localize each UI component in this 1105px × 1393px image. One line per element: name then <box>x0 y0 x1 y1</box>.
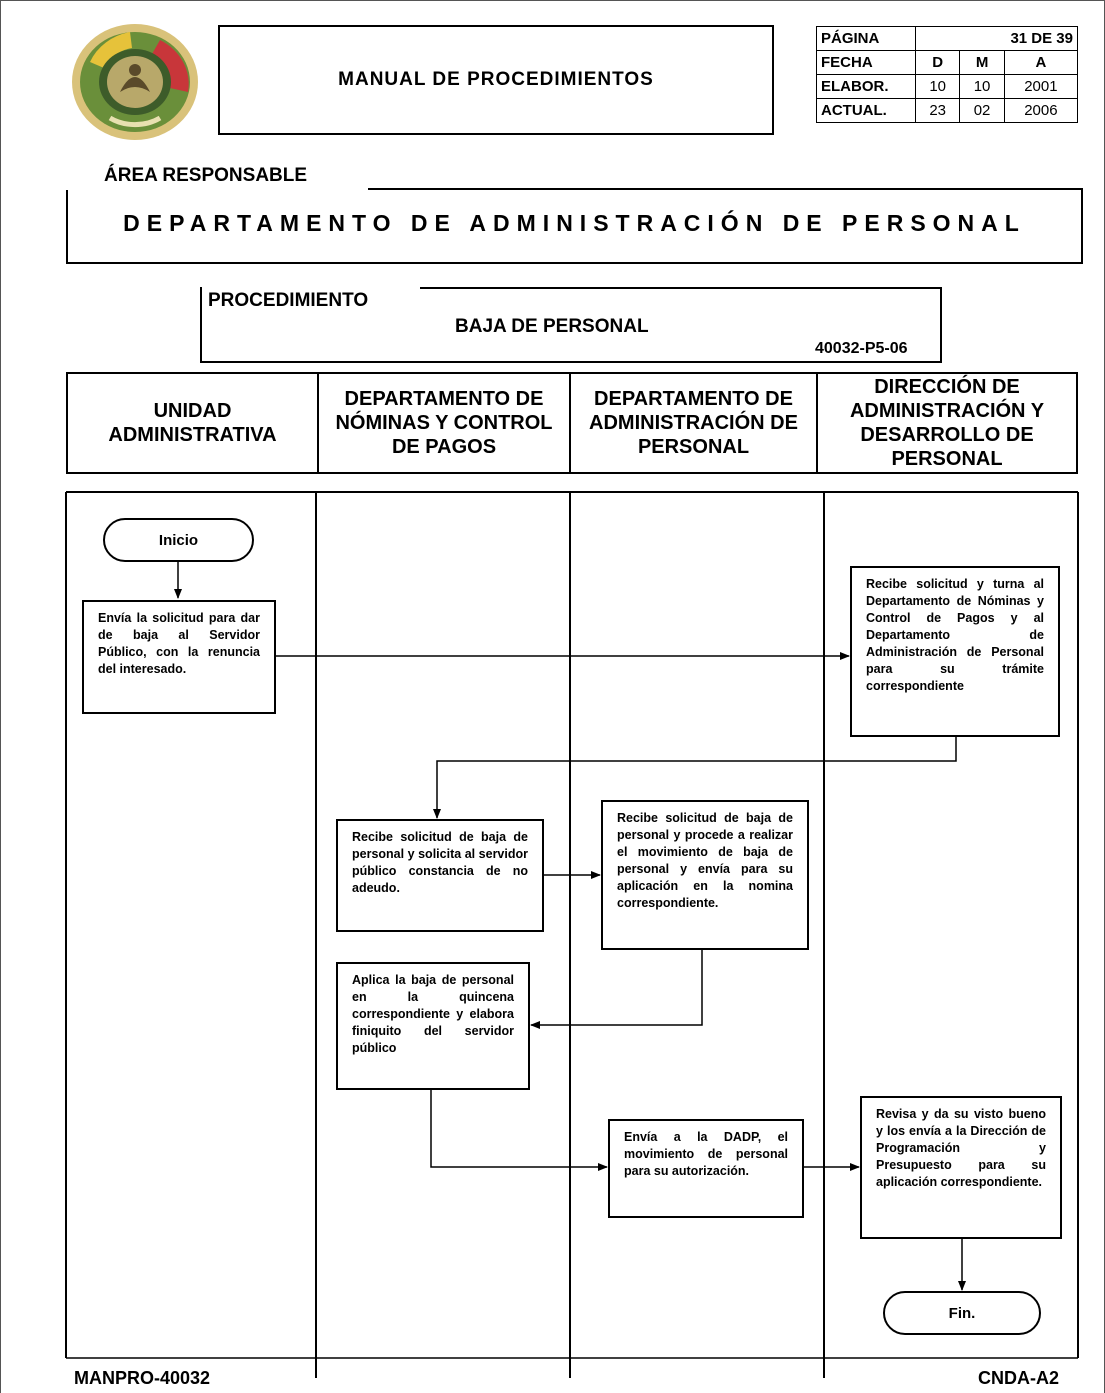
manual-title: MANUAL DE PROCEDIMIENTOS <box>338 69 654 90</box>
start-terminator: Inicio <box>103 518 254 562</box>
area-box-top-line <box>368 188 1083 190</box>
step-recibe-realiza-movimiento: Recibe solicitud de baja de personal y p… <box>601 800 809 950</box>
manual-title-box: MANUAL DE PROCEDIMIENTOS <box>218 25 774 135</box>
elabor-label: ELABOR. <box>816 74 916 99</box>
step-envia-dadp: Envía a la DADP, el movimiento de person… <box>608 1119 804 1218</box>
document-meta-table: PÁGINA 31 DE 39 FECHA D M A ELABOR. 10 1… <box>816 26 1079 123</box>
lane-header-administracion: DEPARTAMENTO DE ADMINISTRACIÓN DE PERSON… <box>569 372 818 474</box>
area-label: ÁREA RESPONSABLE <box>104 165 308 186</box>
procedure-label: PROCEDIMIENTO <box>208 290 369 311</box>
footer-left-code: MANPRO-40032 <box>74 1368 211 1388</box>
step-recibe-solicita-constancia: Recibe solicitud de baja de personal y s… <box>336 819 544 932</box>
col-m: M <box>959 50 1005 75</box>
step-envia-solicitud: Envía la solicitud para dar de baja al S… <box>82 600 276 714</box>
mexico-seal-logo <box>70 22 200 142</box>
actual-a: 2006 <box>1003 98 1079 123</box>
area-name: DEPARTAMENTO DE ADMINISTRACIÓN DE PERSON… <box>123 210 1026 236</box>
pagina-value: 31 DE 39 <box>915 26 1078 51</box>
procedure-box <box>200 287 942 363</box>
step-aplica-baja: Aplica la baja de personal en la quincen… <box>336 962 530 1090</box>
procedure-box-gap <box>202 285 420 289</box>
pagina-label: PÁGINA <box>816 26 916 51</box>
elabor-m: 10 <box>959 74 1005 99</box>
lane-header-direccion: DIRECCIÓN DE ADMINISTRACIÓN Y DESARROLLO… <box>816 372 1078 474</box>
step-revisa-visto-bueno: Revisa y da su visto bueno y los envía a… <box>860 1096 1062 1239</box>
end-terminator: Fin. <box>883 1291 1041 1335</box>
step-recibe-turna: Recibe solicitud y turna al Departamento… <box>850 566 1060 737</box>
actual-m: 02 <box>959 98 1005 123</box>
lane-header-unidad: UNIDAD ADMINISTRATIVA <box>66 372 319 474</box>
procedure-name: BAJA DE PERSONAL <box>455 316 649 337</box>
actual-label: ACTUAL. <box>816 98 916 123</box>
actual-d: 23 <box>914 98 961 123</box>
procedure-code: 40032-P5-06 <box>815 340 908 357</box>
fecha-label: FECHA <box>816 50 916 75</box>
footer-right-code: CNDA-A2 <box>978 1368 1059 1388</box>
